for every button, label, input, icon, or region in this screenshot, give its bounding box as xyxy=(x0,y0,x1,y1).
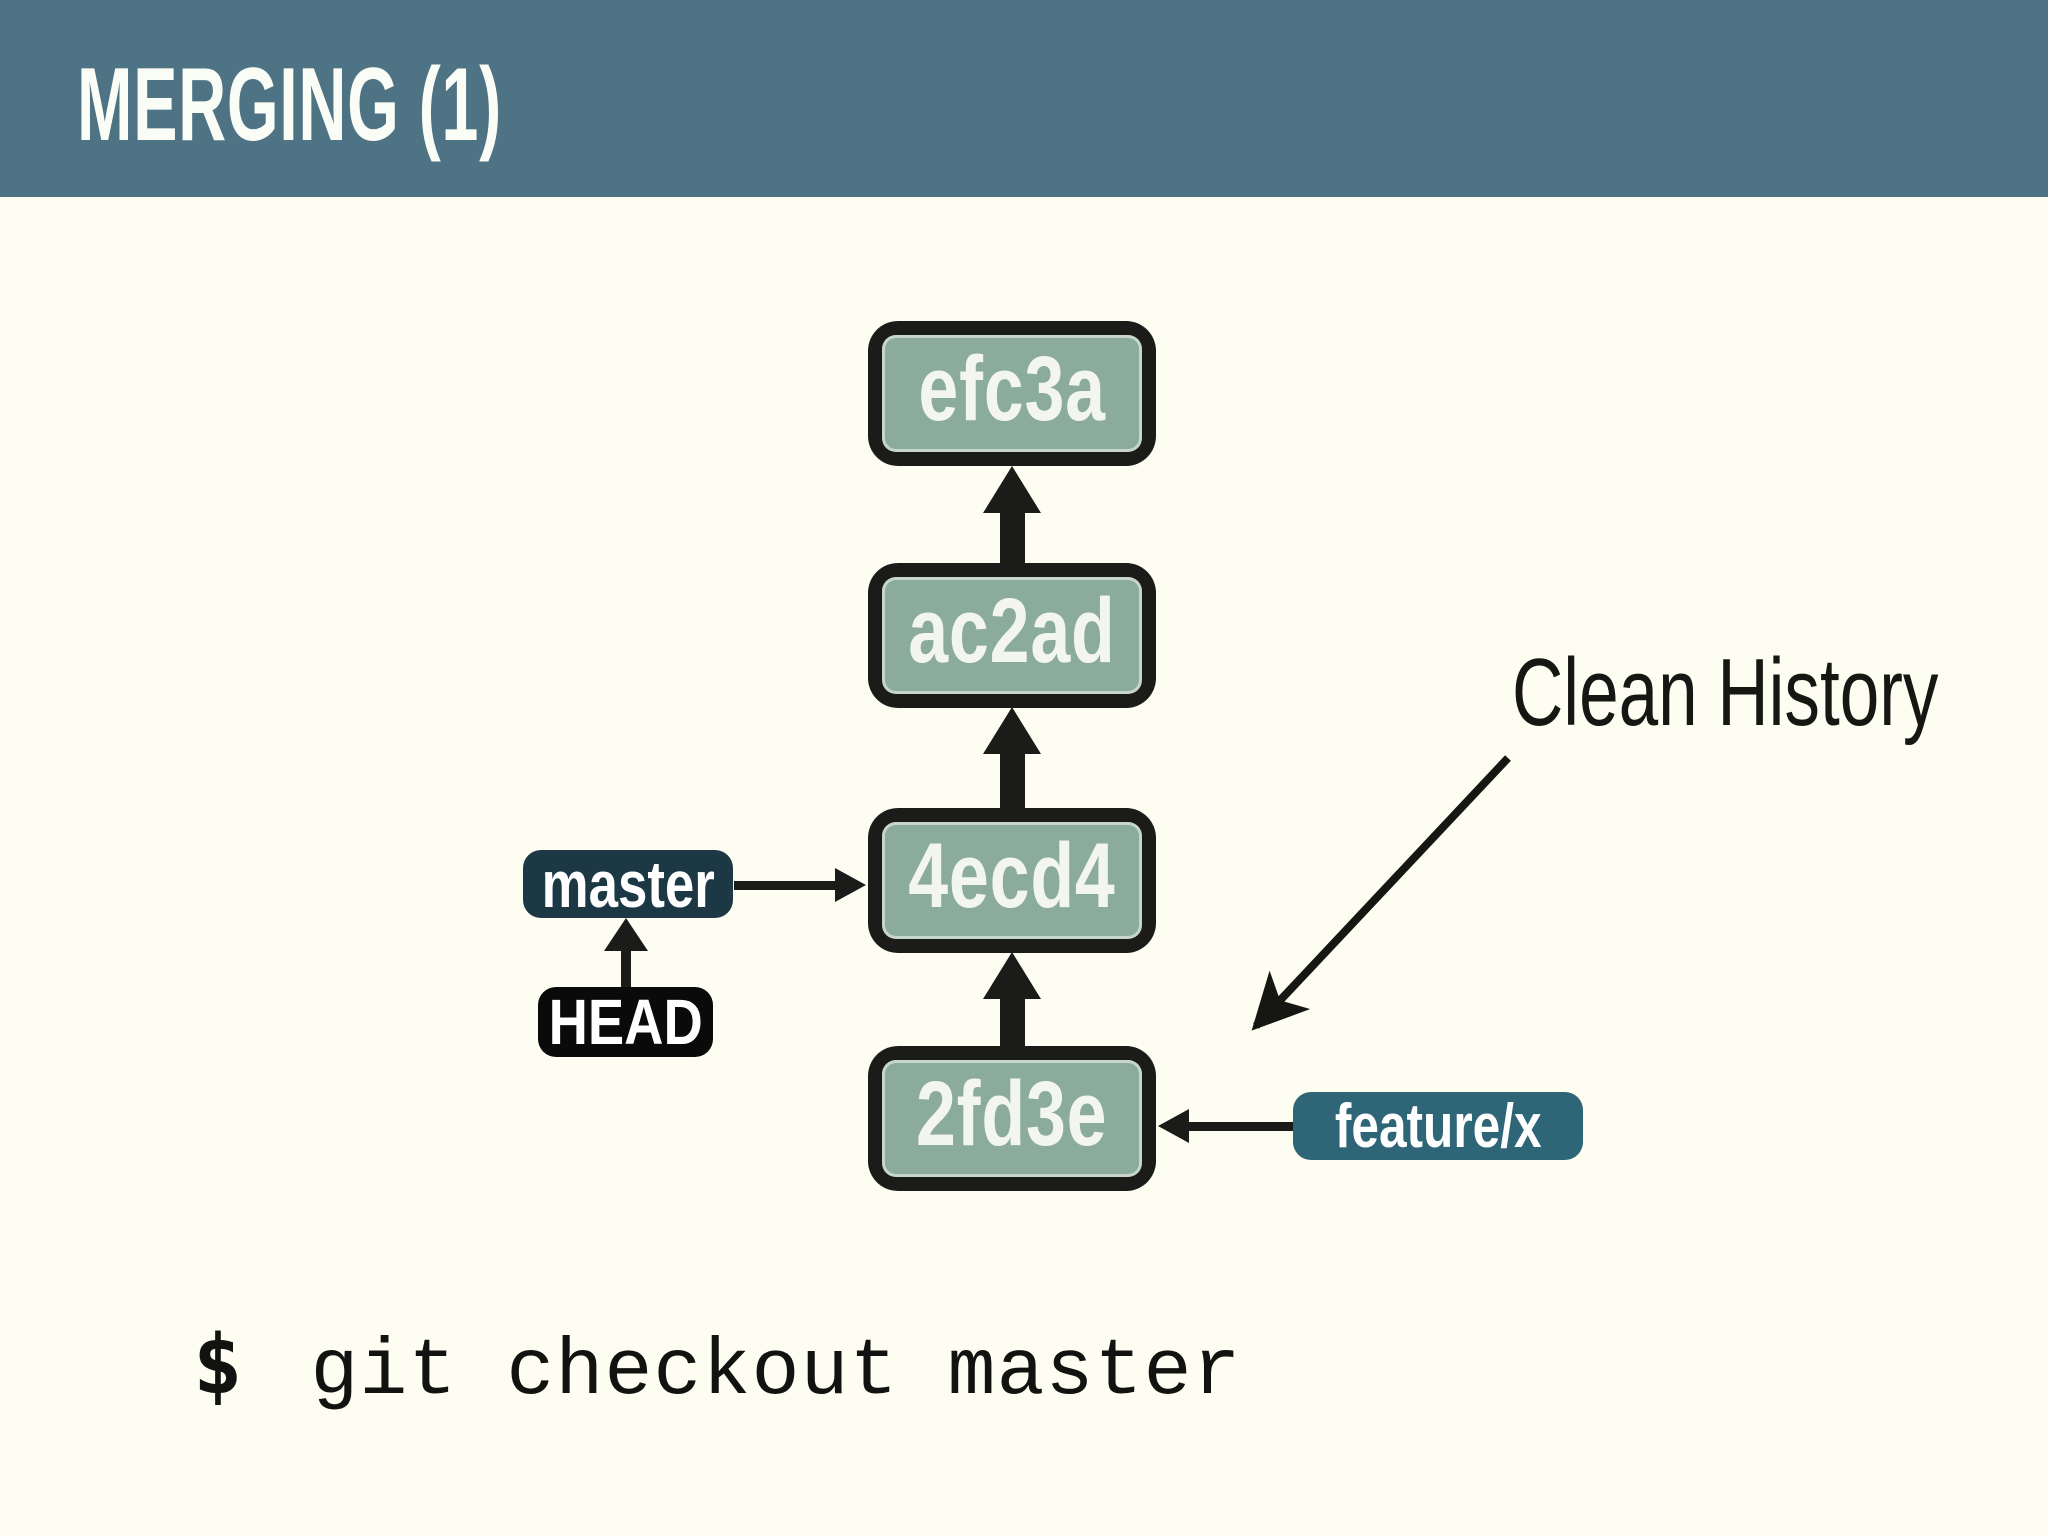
commit-node-efc3a: efc3a xyxy=(868,321,1156,466)
shell-command: git checkout master xyxy=(310,1327,1242,1418)
arrow-right-head xyxy=(835,868,866,902)
clean-history-label: Clean History xyxy=(1512,639,1939,746)
branch-chip-feature-x: feature/x xyxy=(1293,1091,1583,1161)
commit-box: 4ecd4 xyxy=(882,822,1142,939)
arrow-head-to-master xyxy=(604,918,648,987)
head-label: HEAD xyxy=(548,986,703,1058)
commit-hash-label: 2fd3e xyxy=(916,1063,1108,1165)
arrow-4ecd4-to-ac2ad xyxy=(983,707,1041,809)
arrow-shaft xyxy=(999,999,1025,1047)
arrow-2fd3e-to-4ecd4 xyxy=(983,952,1041,1047)
commit-hash-label: 4ecd4 xyxy=(908,825,1116,927)
commit-box: efc3a xyxy=(882,335,1142,452)
arrow-master-to-4ecd4 xyxy=(734,868,866,902)
terminal-line: $ git checkout master xyxy=(193,1318,1242,1418)
header-bar: MERGING (1) xyxy=(0,0,2048,197)
arrow-up-head xyxy=(983,952,1041,999)
arrow-shaft xyxy=(999,754,1025,809)
arrow-up-head xyxy=(983,707,1041,754)
commit-node-ac2ad: ac2ad xyxy=(868,563,1156,708)
arrow-up-head xyxy=(604,918,648,951)
commit-hash-label: ac2ad xyxy=(908,580,1116,682)
arrow-ac2ad-to-efc3a xyxy=(983,466,1041,564)
arrow-feature-x-to-2fd3e xyxy=(1158,1109,1293,1143)
arrow-shaft xyxy=(734,880,835,890)
branch-label: feature/x xyxy=(1334,1091,1542,1161)
commit-node-4ecd4: 4ecd4 xyxy=(868,808,1156,953)
arrow-shaft xyxy=(1189,1121,1293,1131)
commit-box: ac2ad xyxy=(882,577,1142,694)
slide-title: MERGING (1) xyxy=(77,47,502,163)
commit-hash-label: efc3a xyxy=(918,338,1106,440)
commit-box: 2fd3e xyxy=(882,1060,1142,1177)
arrow-left-head xyxy=(1158,1109,1189,1143)
commit-node-2fd3e: 2fd3e xyxy=(868,1046,1156,1191)
arrow-shaft xyxy=(621,951,631,987)
branch-chip-master: master xyxy=(523,847,733,921)
shell-prompt: $ xyxy=(193,1318,243,1413)
arrow-shaft xyxy=(999,513,1025,564)
branch-label: master xyxy=(541,847,715,921)
arrow-up-head xyxy=(983,466,1041,513)
head-chip: HEAD xyxy=(538,986,713,1058)
